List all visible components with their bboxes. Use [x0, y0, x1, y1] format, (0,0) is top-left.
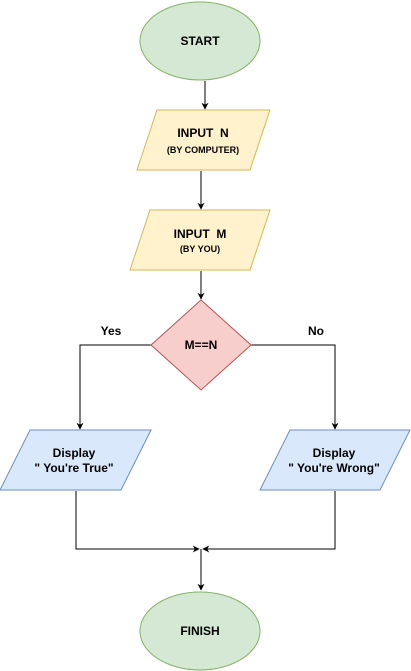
- no-label: No: [308, 324, 324, 338]
- finish-shape: [139, 591, 261, 671]
- edge-decision-yes: [76, 344, 151, 430]
- input-n-line2: (BY COMPUTER): [167, 145, 239, 155]
- decision-label: M==N: [185, 338, 218, 352]
- edge-wrong-to-merge: [202, 491, 336, 553]
- start-node: START: [139, 1, 261, 81]
- finish-node: FINISH: [139, 591, 261, 671]
- output-wrong-shape: [259, 429, 411, 491]
- edge-true-to-merge: [75, 491, 200, 553]
- output-wrong-node: Display " You're Wrong": [259, 429, 411, 491]
- input-m-node: INPUT M (BY YOU): [129, 209, 271, 271]
- input-m-line2: (BY YOU): [180, 244, 220, 254]
- input-n-line1: INPUT N: [177, 126, 228, 140]
- input-n-node: INPUT N (BY COMPUTER): [136, 109, 271, 171]
- output-true-shape: [0, 429, 152, 491]
- yes-label: Yes: [101, 324, 122, 338]
- input-n-shape: [136, 109, 271, 171]
- start-shape: [139, 1, 261, 81]
- decision-shape: [150, 299, 252, 391]
- output-wrong-line2: " You're Wrong": [288, 461, 380, 475]
- connectors: [75, 81, 339, 591]
- input-m-line1: INPUT M: [174, 227, 227, 241]
- output-true-line1: Display: [53, 446, 96, 460]
- output-true-line2: " You're True": [34, 461, 113, 475]
- start-label: START: [180, 34, 220, 48]
- output-wrong-line1: Display: [313, 446, 356, 460]
- output-true-node: Display " You're True": [0, 429, 152, 491]
- edge-decision-no: [250, 344, 339, 430]
- decision-node: M==N: [150, 299, 252, 391]
- finish-label: FINISH: [180, 624, 219, 638]
- input-m-shape: [129, 209, 271, 271]
